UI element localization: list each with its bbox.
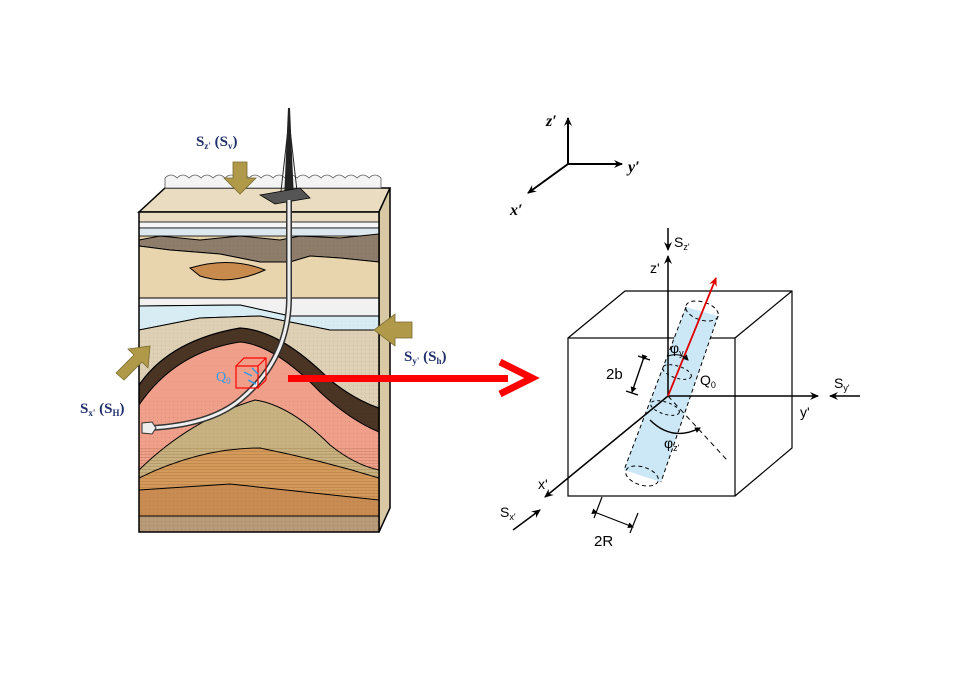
dimension-2b (625, 354, 651, 396)
well-axis (667, 277, 717, 397)
local-axes (544, 255, 819, 498)
local-axis-z-label: z' (650, 260, 660, 276)
block-top-surface (137, 187, 392, 213)
local-axis-x-label: x' (538, 476, 548, 492)
label-sy: Sy' (834, 375, 850, 393)
dimension-2R (591, 496, 639, 534)
flow-arrows-icon (243, 367, 259, 385)
label-2b: 2b (606, 366, 623, 383)
label-q0-left: Q0 (216, 370, 231, 386)
global-axis-z-label: z′ (545, 113, 557, 130)
stress-arrow-sx (512, 509, 541, 531)
rock-cube (567, 290, 793, 497)
label-phi-z: φz' (664, 435, 680, 453)
global-axes (527, 117, 623, 194)
connector-arrow (288, 358, 540, 398)
label-sz: Sz' (674, 234, 690, 252)
fracture-cylinder (623, 300, 719, 487)
angle-arc-phi-z (649, 419, 701, 435)
wellbore-element-box (235, 357, 267, 389)
label-2R: 2R (594, 533, 613, 550)
global-axis-y-label: y′ (626, 159, 640, 176)
stress-arrow-min-horizontal (373, 313, 413, 347)
global-axis-x-label: x′ (509, 202, 523, 219)
label-sx: Sx' (500, 504, 516, 522)
reservoir-block (137, 108, 392, 533)
label-sy-sh-min: Sy' (Sh) (404, 349, 446, 366)
stress-arrow-vertical (223, 161, 257, 195)
label-sz-sv: Sz' (Sv) (196, 134, 237, 151)
block-side-face (378, 187, 391, 533)
label-sx-sh-max: Sx' (SH) (80, 401, 124, 418)
layer-lens (188, 261, 267, 281)
stress-arrow-max-horizontal (115, 345, 151, 381)
drilling-rig (258, 108, 311, 205)
angle-arc-phi-y (667, 354, 689, 361)
label-phi-y: φy (670, 340, 684, 358)
label-q0-right: Q0 (700, 372, 716, 390)
surface-vegetation (164, 174, 382, 189)
wellbore-tip (141, 421, 157, 435)
local-axis-y-label: y' (800, 404, 810, 420)
layer-band-top (139, 212, 379, 222)
